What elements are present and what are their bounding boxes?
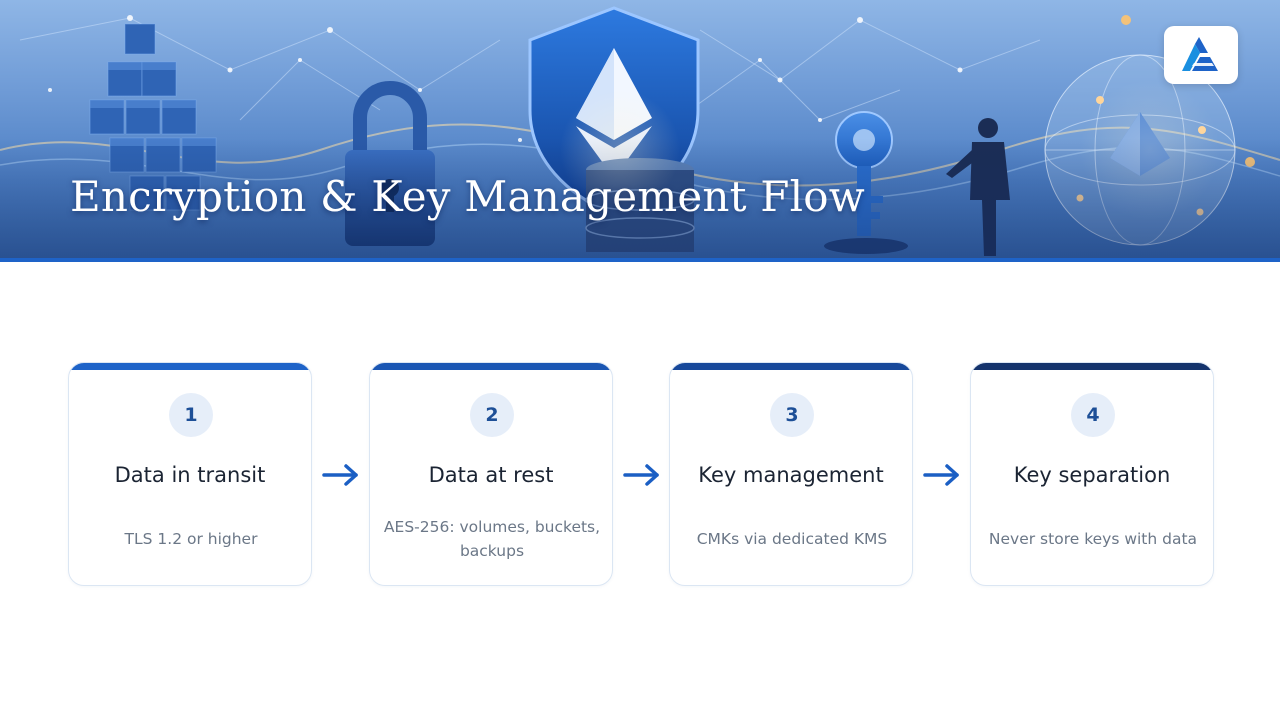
step-top-bar <box>670 363 912 370</box>
brand-logo[interactable] <box>1164 26 1238 84</box>
arrow-right-icon <box>623 464 659 486</box>
step-title: Data in transit <box>114 463 266 487</box>
step-number: 3 <box>770 393 814 437</box>
step-number: 4 <box>1071 393 1115 437</box>
step-card-4: 4 Key separation Never store keys with d… <box>970 362 1214 586</box>
step-top-bar <box>370 363 612 370</box>
step-number: 2 <box>470 393 514 437</box>
step-title: Key separation <box>1013 463 1171 487</box>
hero-accent-bar <box>0 258 1280 262</box>
step-top-bar <box>971 363 1213 370</box>
arrow-right-icon <box>322 464 358 486</box>
step-top-bar <box>69 363 311 370</box>
step-description: TLS 1.2 or higher <box>124 530 258 548</box>
step-title: Data at rest <box>428 463 554 487</box>
step-description: CMKs via dedicated KMS <box>696 530 888 548</box>
flow-steps: 1 Data in transit TLS 1.2 or higher 2 Da… <box>68 362 1214 586</box>
step-number: 1 <box>169 393 213 437</box>
person-graphic <box>946 118 1010 256</box>
step-card-2: 2 Data at rest AES-256: volumes, buckets… <box>369 362 613 586</box>
hero-banner: Encryption & Key Management Flow <box>0 0 1280 258</box>
step-card-1: 1 Data in transit TLS 1.2 or higher <box>68 362 312 586</box>
step-card-3: 3 Key management CMKs via dedicated KMS <box>669 362 913 586</box>
step-title: Key management <box>698 463 884 487</box>
step-description: AES-256: volumes, buckets, backups <box>383 518 601 560</box>
step-description: Never store keys with data <box>988 530 1198 548</box>
page-title: Encryption & Key Management Flow <box>70 172 865 221</box>
arrow-right-icon <box>923 464 959 486</box>
brand-logo-icon <box>1182 37 1218 71</box>
padlock-graphic <box>345 81 435 246</box>
